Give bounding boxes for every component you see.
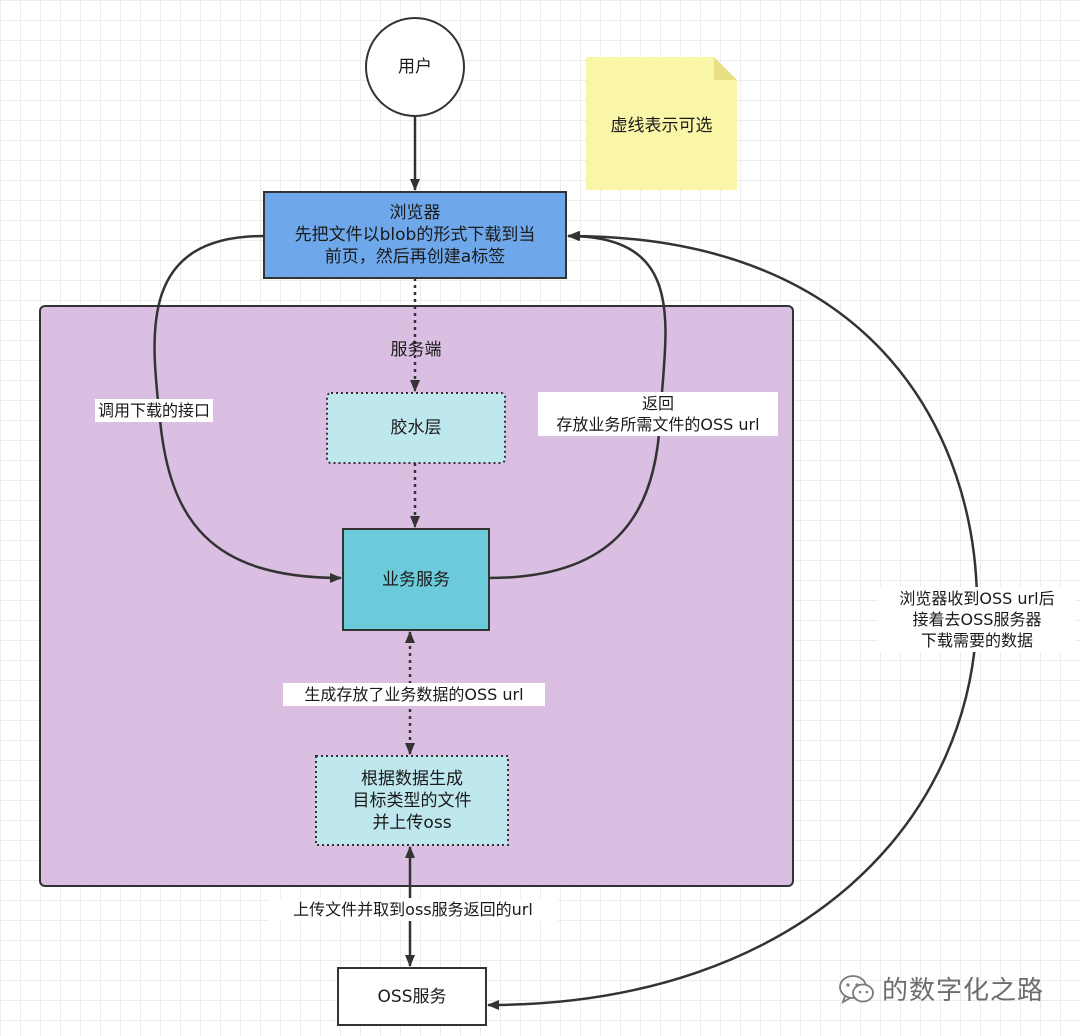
oss-service-label: OSS服务 <box>377 986 447 1007</box>
generate-file-label: 根据数据生成 目标类型的文件 并上传oss <box>352 768 472 833</box>
browser-node-label: 浏览器 先把文件以blob的形式下载到当 前页，然后再创建a标签 <box>294 203 536 267</box>
edge-label-return-url: 返回 存放业务所需文件的OSS url <box>538 392 778 436</box>
glue-layer-node: 胶水层 <box>327 393 505 463</box>
oss-service-node: OSS服务 <box>338 968 486 1025</box>
user-node-label: 用户 <box>398 57 432 77</box>
note-text: 虚线表示可选 <box>610 116 713 136</box>
note-shape <box>586 57 737 190</box>
edge-label-browser-fetch: 浏览器收到OSS url后 接着去OSS服务器 下载需要的数据 <box>878 587 1076 652</box>
user-node: 用户 <box>366 18 464 116</box>
edge-label-generate-url: 生成存放了业务数据的OSS url <box>283 683 545 706</box>
generate-file-node: 根据数据生成 目标类型的文件 并上传oss <box>316 756 508 845</box>
glue-layer-label: 胶水层 <box>390 418 442 438</box>
service-group-label: 服务端 <box>390 340 442 360</box>
watermark: 的数字化之路 <box>838 970 1044 1007</box>
edge-label-upload: 上传文件并取到oss服务返回的url <box>268 898 558 921</box>
wechat-icon <box>839 974 874 1004</box>
note: 虚线表示可选 <box>586 57 737 190</box>
note-fold <box>714 57 737 80</box>
watermark-text: 的数字化之路 <box>882 976 1045 1006</box>
oss-service-shape <box>337 967 487 1026</box>
business-service-shape <box>342 528 490 631</box>
glue-layer-shape <box>326 392 506 464</box>
edge-label-call-download: 调用下载的接口 <box>95 399 214 422</box>
service-group-title: 服务端 <box>370 338 462 362</box>
business-service-label: 业务服务 <box>382 569 450 590</box>
business-service-node: 业务服务 <box>343 529 489 630</box>
browser-node: 浏览器 先把文件以blob的形式下载到当 前页，然后再创建a标签 <box>264 192 566 278</box>
